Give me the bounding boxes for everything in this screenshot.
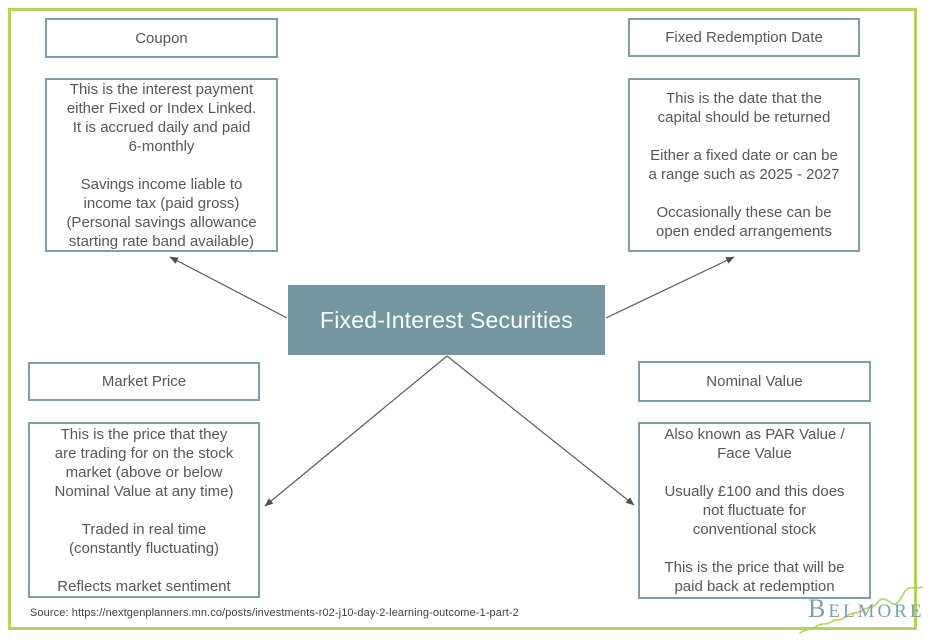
- node-title-fixed-redemption-date-label: Fixed Redemption Date: [665, 29, 823, 46]
- node-title-fixed-redemption-date: Fixed Redemption Date: [628, 18, 860, 57]
- source-citation: Source: https://nextgenplanners.mn.co/po…: [30, 607, 519, 619]
- arrow-center-to-coupon: [169, 256, 288, 319]
- node-body-coupon-text: This is the interest payment either Fixe…: [66, 80, 257, 250]
- node-body-fixed-redemption-date: This is the date that the capital should…: [628, 78, 860, 252]
- node-title-market-price-label: Market Price: [101, 373, 187, 390]
- center-node-fixed-interest-securities: Fixed-Interest Securities: [288, 285, 605, 355]
- arrow-center-to-nominal-value: [446, 355, 635, 506]
- node-body-market-price-text: This is the price that they are trading …: [54, 425, 234, 595]
- logo-trendline-icon: [799, 586, 923, 634]
- node-title-market-price: Market Price: [28, 362, 260, 401]
- node-title-nominal-value-label: Nominal Value: [706, 373, 803, 390]
- node-title-nominal-value: Nominal Value: [638, 361, 871, 402]
- node-body-market-price: This is the price that they are trading …: [28, 422, 260, 598]
- belmore-logo: Belmore: [794, 580, 928, 638]
- node-body-nominal-value-text: Also known as PAR Value / Face Value Usu…: [664, 426, 845, 595]
- arrow-center-to-market-price: [264, 355, 448, 507]
- arrow-center-to-fixed-redemption-date: [605, 256, 735, 319]
- center-node-label: Fixed-Interest Securities: [320, 306, 573, 333]
- logo-wordmark: Belmore: [808, 594, 925, 623]
- node-title-coupon: Coupon: [45, 18, 278, 58]
- node-body-nominal-value: Also known as PAR Value / Face Value Usu…: [638, 422, 871, 599]
- node-body-coupon: This is the interest payment either Fixe…: [45, 78, 278, 252]
- node-title-coupon-label: Coupon: [135, 29, 188, 47]
- node-body-fixed-redemption-date-text: This is the date that the capital should…: [648, 90, 840, 240]
